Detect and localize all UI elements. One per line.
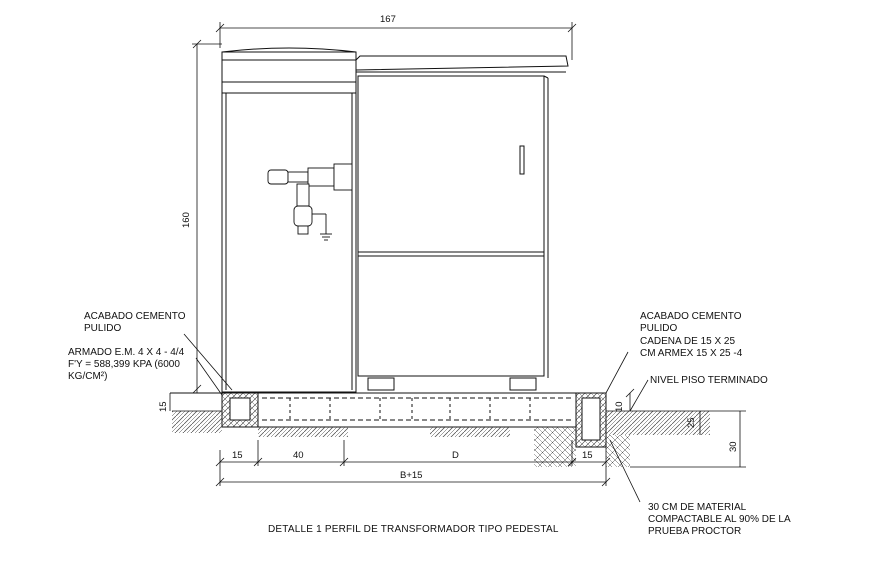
- dim-fill-depth: 30: [728, 441, 739, 452]
- dim-curb-height: 10: [614, 401, 625, 412]
- label-fill-2: COMPACTABLE AL 90% DE LA: [648, 514, 791, 525]
- bottom-dimensions: [169, 388, 746, 487]
- label-fill-1: 30 CM DE MATERIAL: [648, 502, 747, 513]
- dim-seg-right: 15: [582, 450, 593, 461]
- label-finish-right-1: ACABADO CEMENTO: [640, 311, 742, 322]
- dim-total-width: 167: [380, 14, 396, 25]
- top-dimension: [215, 22, 577, 60]
- label-chain-1: CADENA DE 15 X 25: [640, 336, 736, 347]
- label-chain-2: CM ARMEX 15 X 25 -4: [640, 348, 743, 359]
- label-rebar-2: F'Y = 588,399 KPA (6000: [68, 359, 180, 370]
- label-rebar-3: KG/CM²): [68, 371, 108, 382]
- dim-curb-depth: 25: [686, 417, 697, 428]
- label-fill-3: PRUEBA PROCTOR: [648, 526, 742, 537]
- dim-seg-left: 15: [232, 450, 243, 461]
- right-cabinet: [355, 55, 569, 391]
- label-floor-level: NIVEL PISO TERMINADO: [650, 375, 768, 386]
- label-finish-left-1: ACABADO CEMENTO: [84, 311, 186, 322]
- dim-height: 160: [181, 212, 192, 228]
- bushing-connector: [267, 163, 353, 241]
- dim-seg-d: D: [452, 450, 459, 461]
- dim-base-height: 15: [158, 401, 169, 412]
- label-rebar-1: ARMADO E.M. 4 X 4 - 4/4: [68, 347, 185, 358]
- leader-lines: [183, 333, 649, 503]
- drawing-caption: DETALLE 1 PERFIL DE TRANSFORMADOR TIPO P…: [268, 524, 559, 535]
- tall-cabinet: [221, 47, 357, 393]
- label-finish-right-2: PULIDO: [640, 323, 678, 334]
- label-finish-left-2: PULIDO: [84, 323, 122, 334]
- dim-overall: B+15: [400, 470, 423, 481]
- ground-hatch: [172, 410, 710, 467]
- height-dimension: [192, 39, 222, 394]
- dim-seg-middle: 40: [293, 450, 304, 461]
